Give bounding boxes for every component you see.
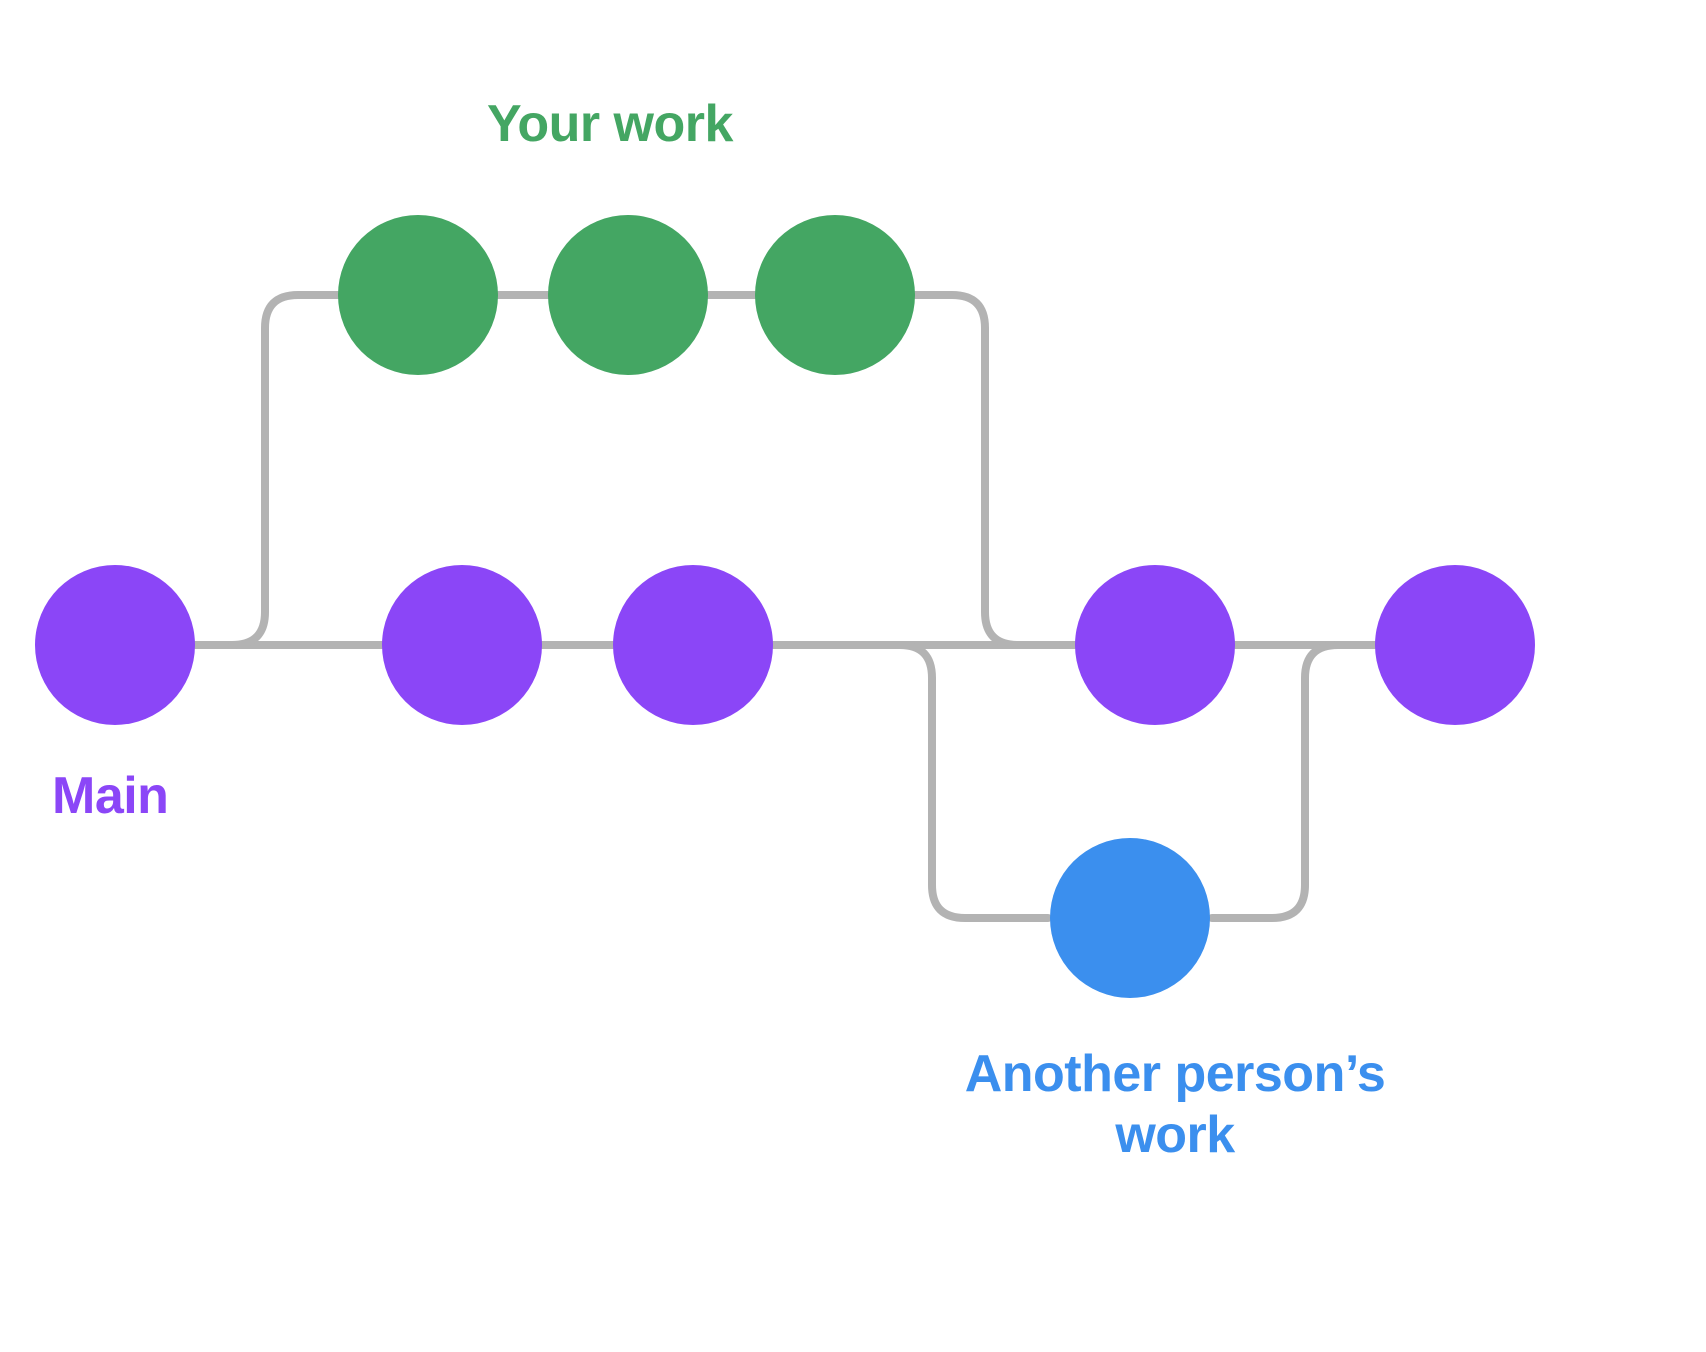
edge-merge-your-work-to-main [911,291,1062,649]
commit-node-blue-1[interactable] [1050,838,1210,998]
commit-node-main-2[interactable] [382,565,542,725]
edge-branch-main-to-other [896,641,1052,922]
node-layer [35,215,1535,998]
commit-node-main-4[interactable] [1075,565,1235,725]
edge-merge-other-to-main [1208,641,1382,922]
commit-node-main-3[interactable] [613,565,773,725]
branch-label-another-line1: Another person’s [964,1045,1386,1103]
commit-node-main-1[interactable] [35,565,195,725]
commit-node-green-3[interactable] [755,215,915,375]
commit-node-green-2[interactable] [548,215,708,375]
commit-node-main-5[interactable] [1375,565,1535,725]
branch-label-your-work: Your work [487,95,733,153]
branch-label-another-line2: work [1115,1106,1235,1165]
edge-branch-main-to-your-work [228,291,342,649]
branch-label-main: Main [52,767,169,825]
edge-layer [191,291,1382,922]
commit-node-green-1[interactable] [338,215,498,375]
